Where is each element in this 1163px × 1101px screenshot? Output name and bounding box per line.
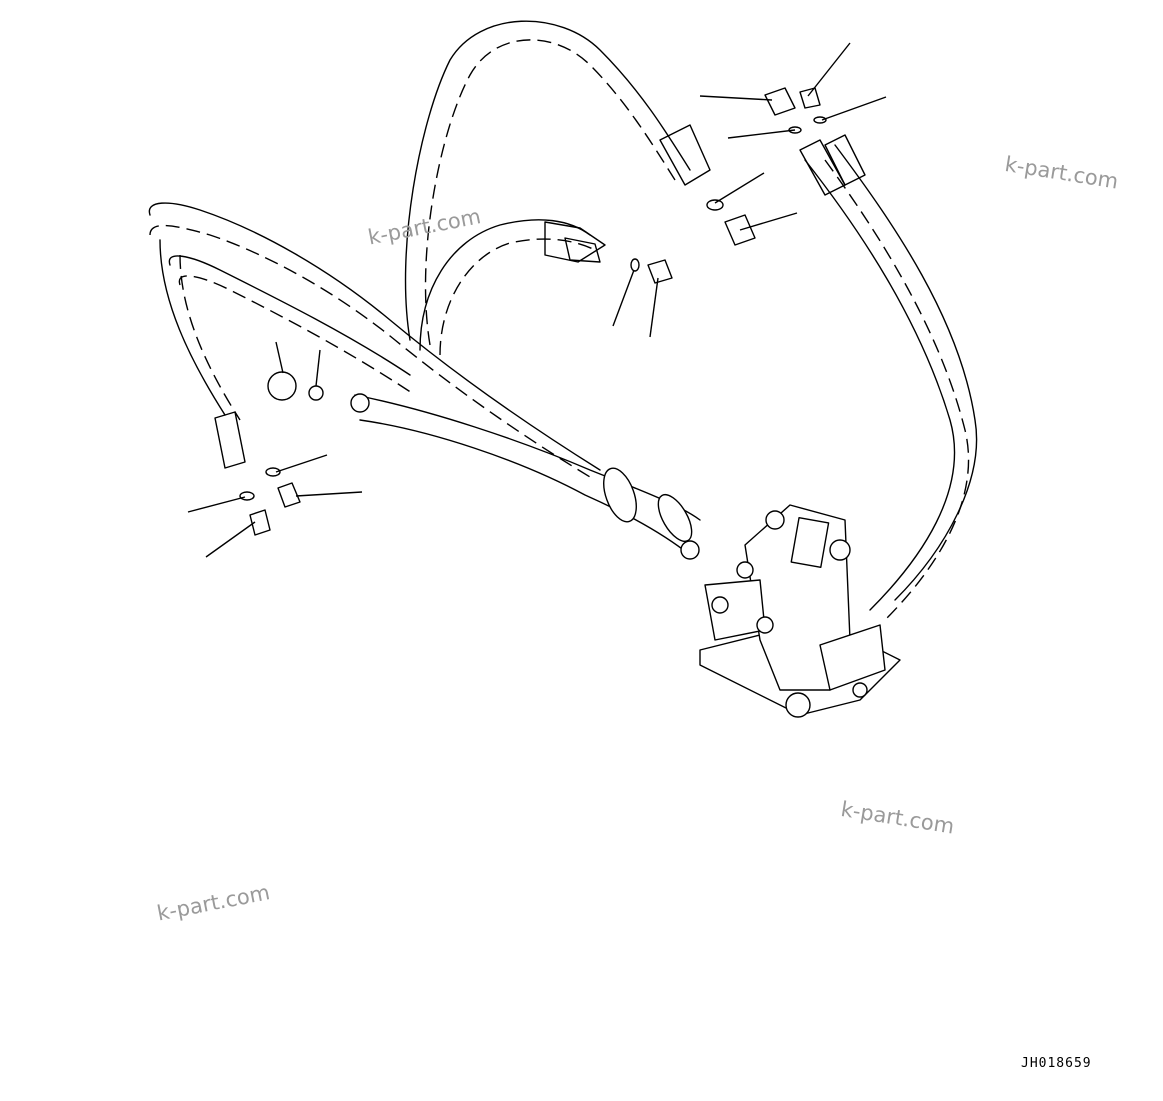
control-valve-body — [680, 504, 901, 718]
middle-hoses — [419, 219, 606, 356]
upper-hose-loop — [404, 20, 711, 346]
lower-main-hose — [354, 394, 701, 556]
leader-lines — [187, 42, 887, 558]
right-hoses — [799, 134, 978, 621]
left-hose-bundle — [148, 202, 601, 481]
loose-parts — [239, 87, 827, 536]
drawing-code: JH018659 — [1021, 1056, 1092, 1071]
